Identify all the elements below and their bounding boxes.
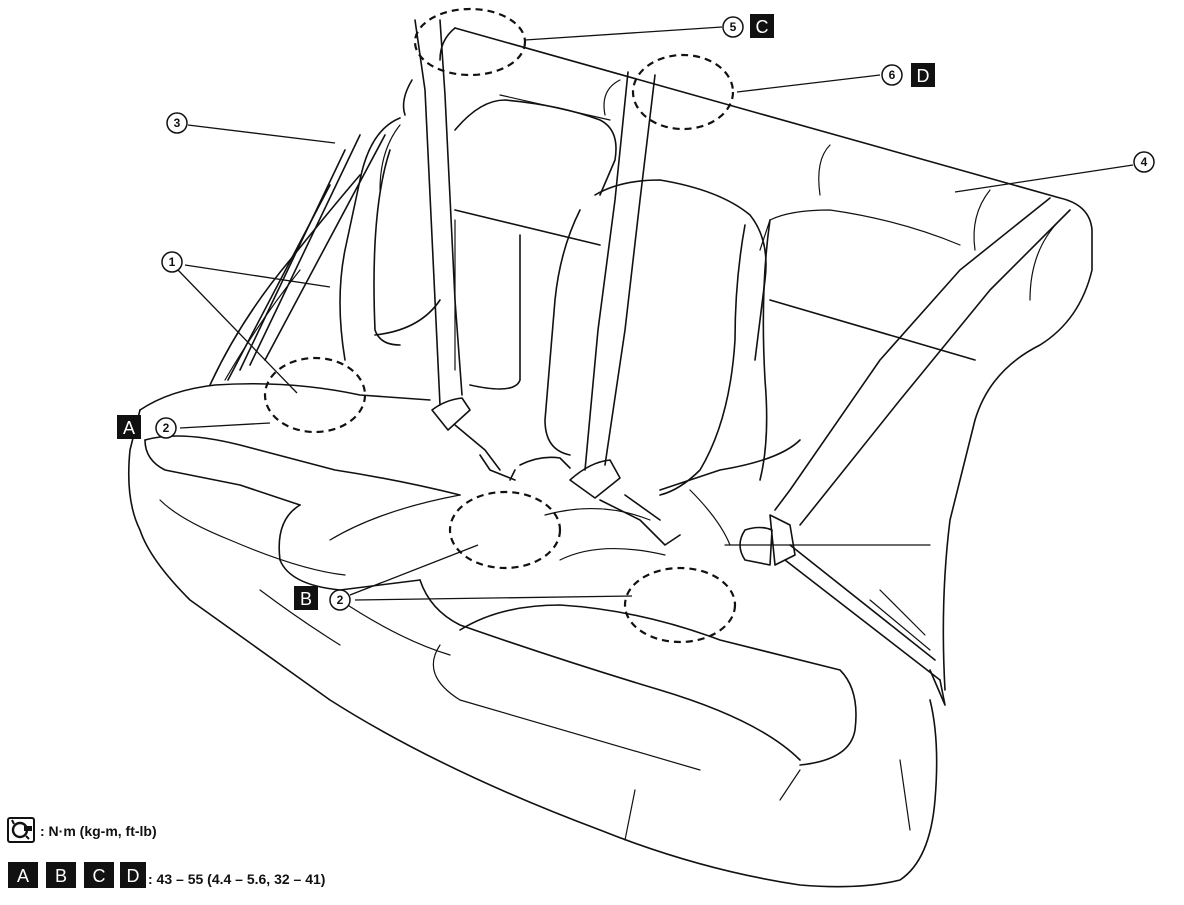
legend-key-b: B: [46, 862, 76, 888]
callout-3-label: 3: [174, 116, 181, 130]
callout-5: 5: [722, 16, 744, 38]
callout-3: 3: [166, 112, 188, 134]
legend: : N·m (kg-m, ft-lb) A B C D : 43 – 55 (4…: [7, 817, 325, 888]
bolt-location-b-right: [623, 566, 737, 644]
legend-unit-text: : N·m (kg-m, ft-lb): [40, 823, 157, 839]
box-d-label: D: [917, 66, 930, 86]
box-c: C: [750, 14, 774, 38]
box-b: B: [294, 586, 318, 610]
callout-6: 6: [881, 64, 903, 86]
legend-key-b-label: B: [55, 866, 67, 886]
bolt-location-a: [263, 356, 367, 434]
callout-1-label: 1: [169, 255, 176, 269]
callout-5-label: 5: [730, 20, 737, 34]
bolt-location-c: [413, 7, 527, 77]
legend-key-d: D: [120, 862, 146, 888]
callout-2-a: 2: [155, 417, 177, 439]
callout-2-b-label: 2: [337, 593, 344, 607]
box-d: D: [911, 63, 935, 87]
legend-key-d-label: D: [127, 866, 140, 886]
box-a: A: [117, 415, 141, 439]
callout-4-label: 4: [1141, 155, 1148, 169]
box-b-label: B: [300, 589, 312, 609]
torque-wrench-icon: [7, 817, 35, 843]
bolt-location-d: [631, 53, 735, 131]
legend-key-c: C: [84, 862, 114, 888]
callout-1: 1: [161, 251, 183, 273]
leader-lines: [177, 26, 1134, 601]
legend-key-a: A: [8, 862, 38, 888]
legend-key-c-label: C: [93, 866, 106, 886]
callout-2-a-label: 2: [163, 421, 170, 435]
callout-4: 4: [1133, 151, 1155, 173]
box-c-label: C: [756, 17, 769, 37]
seat-belts: [227, 19, 1071, 681]
box-a-label: A: [123, 418, 135, 438]
legend-key-a-label: A: [17, 866, 29, 886]
bolt-location-b-left: [448, 490, 562, 570]
legend-torque-text: : 43 – 55 (4.4 – 5.6, 32 – 41): [148, 871, 325, 887]
callout-2-b: 2: [329, 589, 351, 611]
callout-6-label: 6: [889, 68, 896, 82]
bolt-location-markers: [263, 7, 737, 644]
